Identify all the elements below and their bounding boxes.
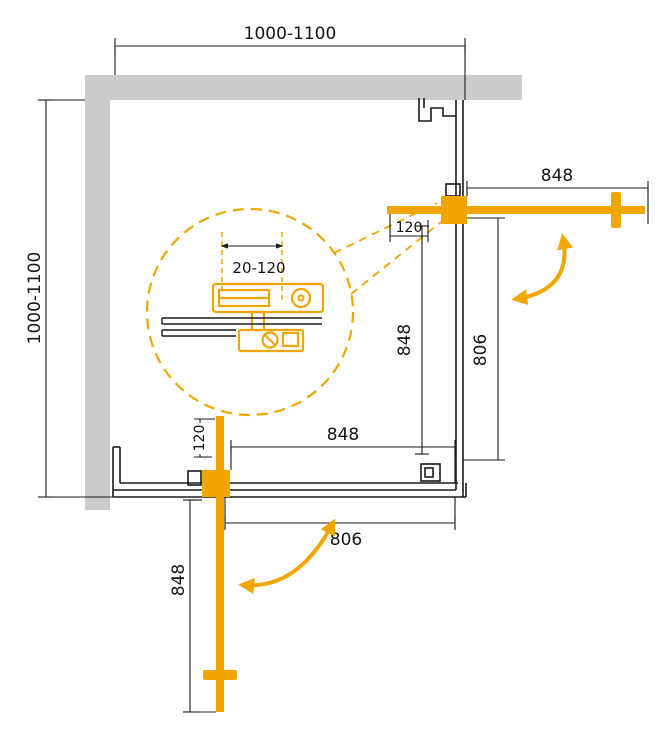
dim-label-glass-bottom-width: 848 xyxy=(327,425,359,445)
clamp-block xyxy=(281,331,300,348)
glass-section xyxy=(161,317,322,337)
roller-wheel xyxy=(290,287,312,309)
detail-callout: 20-120 xyxy=(145,202,442,417)
door-right-rail xyxy=(387,206,645,214)
detail-leader-line xyxy=(350,221,442,295)
detail-circle xyxy=(145,207,355,417)
dim-label-glass-right-width: 848 xyxy=(395,324,415,356)
door-slide-arrow-right xyxy=(511,233,573,306)
dim-label-door-bottom-length: 848 xyxy=(169,564,189,596)
dim-door-bottom-inset: 120 xyxy=(190,418,215,458)
walls xyxy=(85,75,522,510)
door-right-roller-block xyxy=(441,196,467,224)
dim-label-door-right-inset: 120 xyxy=(396,220,423,236)
screw-slot xyxy=(264,334,276,346)
wall-profile-section xyxy=(211,282,325,314)
dim-label-door-right-length: 848 xyxy=(541,166,573,186)
wall-left xyxy=(85,100,110,510)
roller-axle xyxy=(297,294,305,302)
wall-top xyxy=(85,75,522,100)
profile-mechanism xyxy=(211,282,325,353)
dim-opening-right: 806 xyxy=(463,217,505,461)
wall-profile-top xyxy=(418,98,456,122)
dim-label-side-depth: 1000-1100 xyxy=(25,252,45,345)
dim-label-mask xyxy=(190,423,206,454)
dim-door-bottom-length: 848 xyxy=(169,499,216,713)
dim-door-right-length: 848 xyxy=(466,166,649,224)
dim-label-adjustment-range: 20-120 xyxy=(232,259,285,277)
adjustment-screw xyxy=(261,331,279,349)
dim-side-depth: 1000-1100 xyxy=(25,99,113,498)
dim-top-width: 1000-1100 xyxy=(114,24,466,100)
dim-door-right-inset: 120 xyxy=(389,214,429,242)
clamp-bracket xyxy=(237,328,305,353)
door-bottom-rail xyxy=(216,416,224,712)
corner-connector-inner xyxy=(424,467,434,478)
door-bottom-roller-block xyxy=(202,470,230,497)
dim-label-top-width: 1000-1100 xyxy=(244,24,337,44)
door-right-handle xyxy=(611,192,621,228)
corner-connector xyxy=(420,463,441,482)
dim-label-door-bottom-inset: 120 xyxy=(192,425,208,452)
dim-glass-bottom-width: 848 xyxy=(230,425,456,483)
door-bottom-handle xyxy=(203,670,237,680)
dim-glass-right-width: 848 xyxy=(395,225,429,455)
glass-frame xyxy=(112,98,467,498)
sliding-door-right xyxy=(387,192,645,228)
dim-label-opening-bottom: 806 xyxy=(330,530,362,550)
roller-bracket-left xyxy=(187,470,202,486)
sliding-door-bottom xyxy=(202,416,237,712)
roller-bracket-top xyxy=(445,183,461,197)
detail-leader-line xyxy=(333,202,438,254)
dim-opening-bottom: 806 xyxy=(224,497,456,550)
door-slide-arrow-bottom xyxy=(238,518,336,594)
dim-label-opening-right: 806 xyxy=(471,334,491,366)
connector-bolt xyxy=(250,310,266,332)
